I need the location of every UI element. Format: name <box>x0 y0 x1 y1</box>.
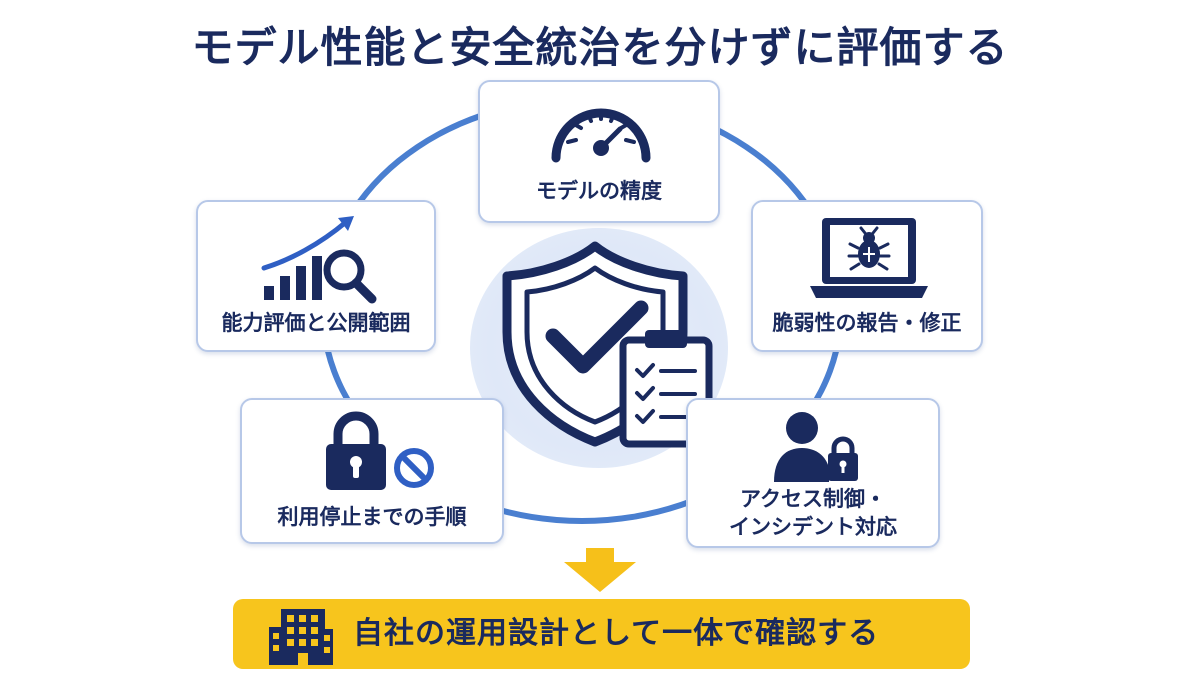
card-label: 利用停止までの手順 <box>277 505 467 529</box>
down-arrow-icon <box>564 548 636 592</box>
card-label: 能力評価と公開範囲 <box>221 311 411 335</box>
card-label-line2: インシデント対応 <box>729 515 897 539</box>
user-lock-icon <box>774 412 858 482</box>
card-capability-evaluation: 能力評価と公開範囲 <box>196 200 436 352</box>
page-title: モデル性能と安全統治を分けずに評価する <box>191 23 1009 72</box>
card-label: モデルの精度 <box>536 179 662 203</box>
laptop-bug-icon <box>810 218 928 298</box>
card-access-incident: アクセス制御・ インシデント対応 <box>686 398 940 548</box>
speedometer-icon <box>551 108 651 163</box>
banner-text: 自社の運用設計として一体で確認する <box>353 616 880 651</box>
chart-magnifier-icon <box>261 216 377 304</box>
card-stop-procedure: 利用停止までの手順 <box>240 398 504 544</box>
building-icon <box>269 609 333 665</box>
conclusion-banner: 自社の運用設計として一体で確認する <box>233 599 970 669</box>
card-label-line1: アクセス制御・ <box>740 487 886 511</box>
shield-check-clipboard-icon <box>502 241 713 448</box>
card-label: 脆弱性の報告・修正 <box>772 311 962 335</box>
card-vulnerability-reporting: 脆弱性の報告・修正 <box>751 200 983 352</box>
card-model-precision: モデルの精度 <box>478 80 720 223</box>
padlock-prohibited-icon <box>326 411 434 490</box>
